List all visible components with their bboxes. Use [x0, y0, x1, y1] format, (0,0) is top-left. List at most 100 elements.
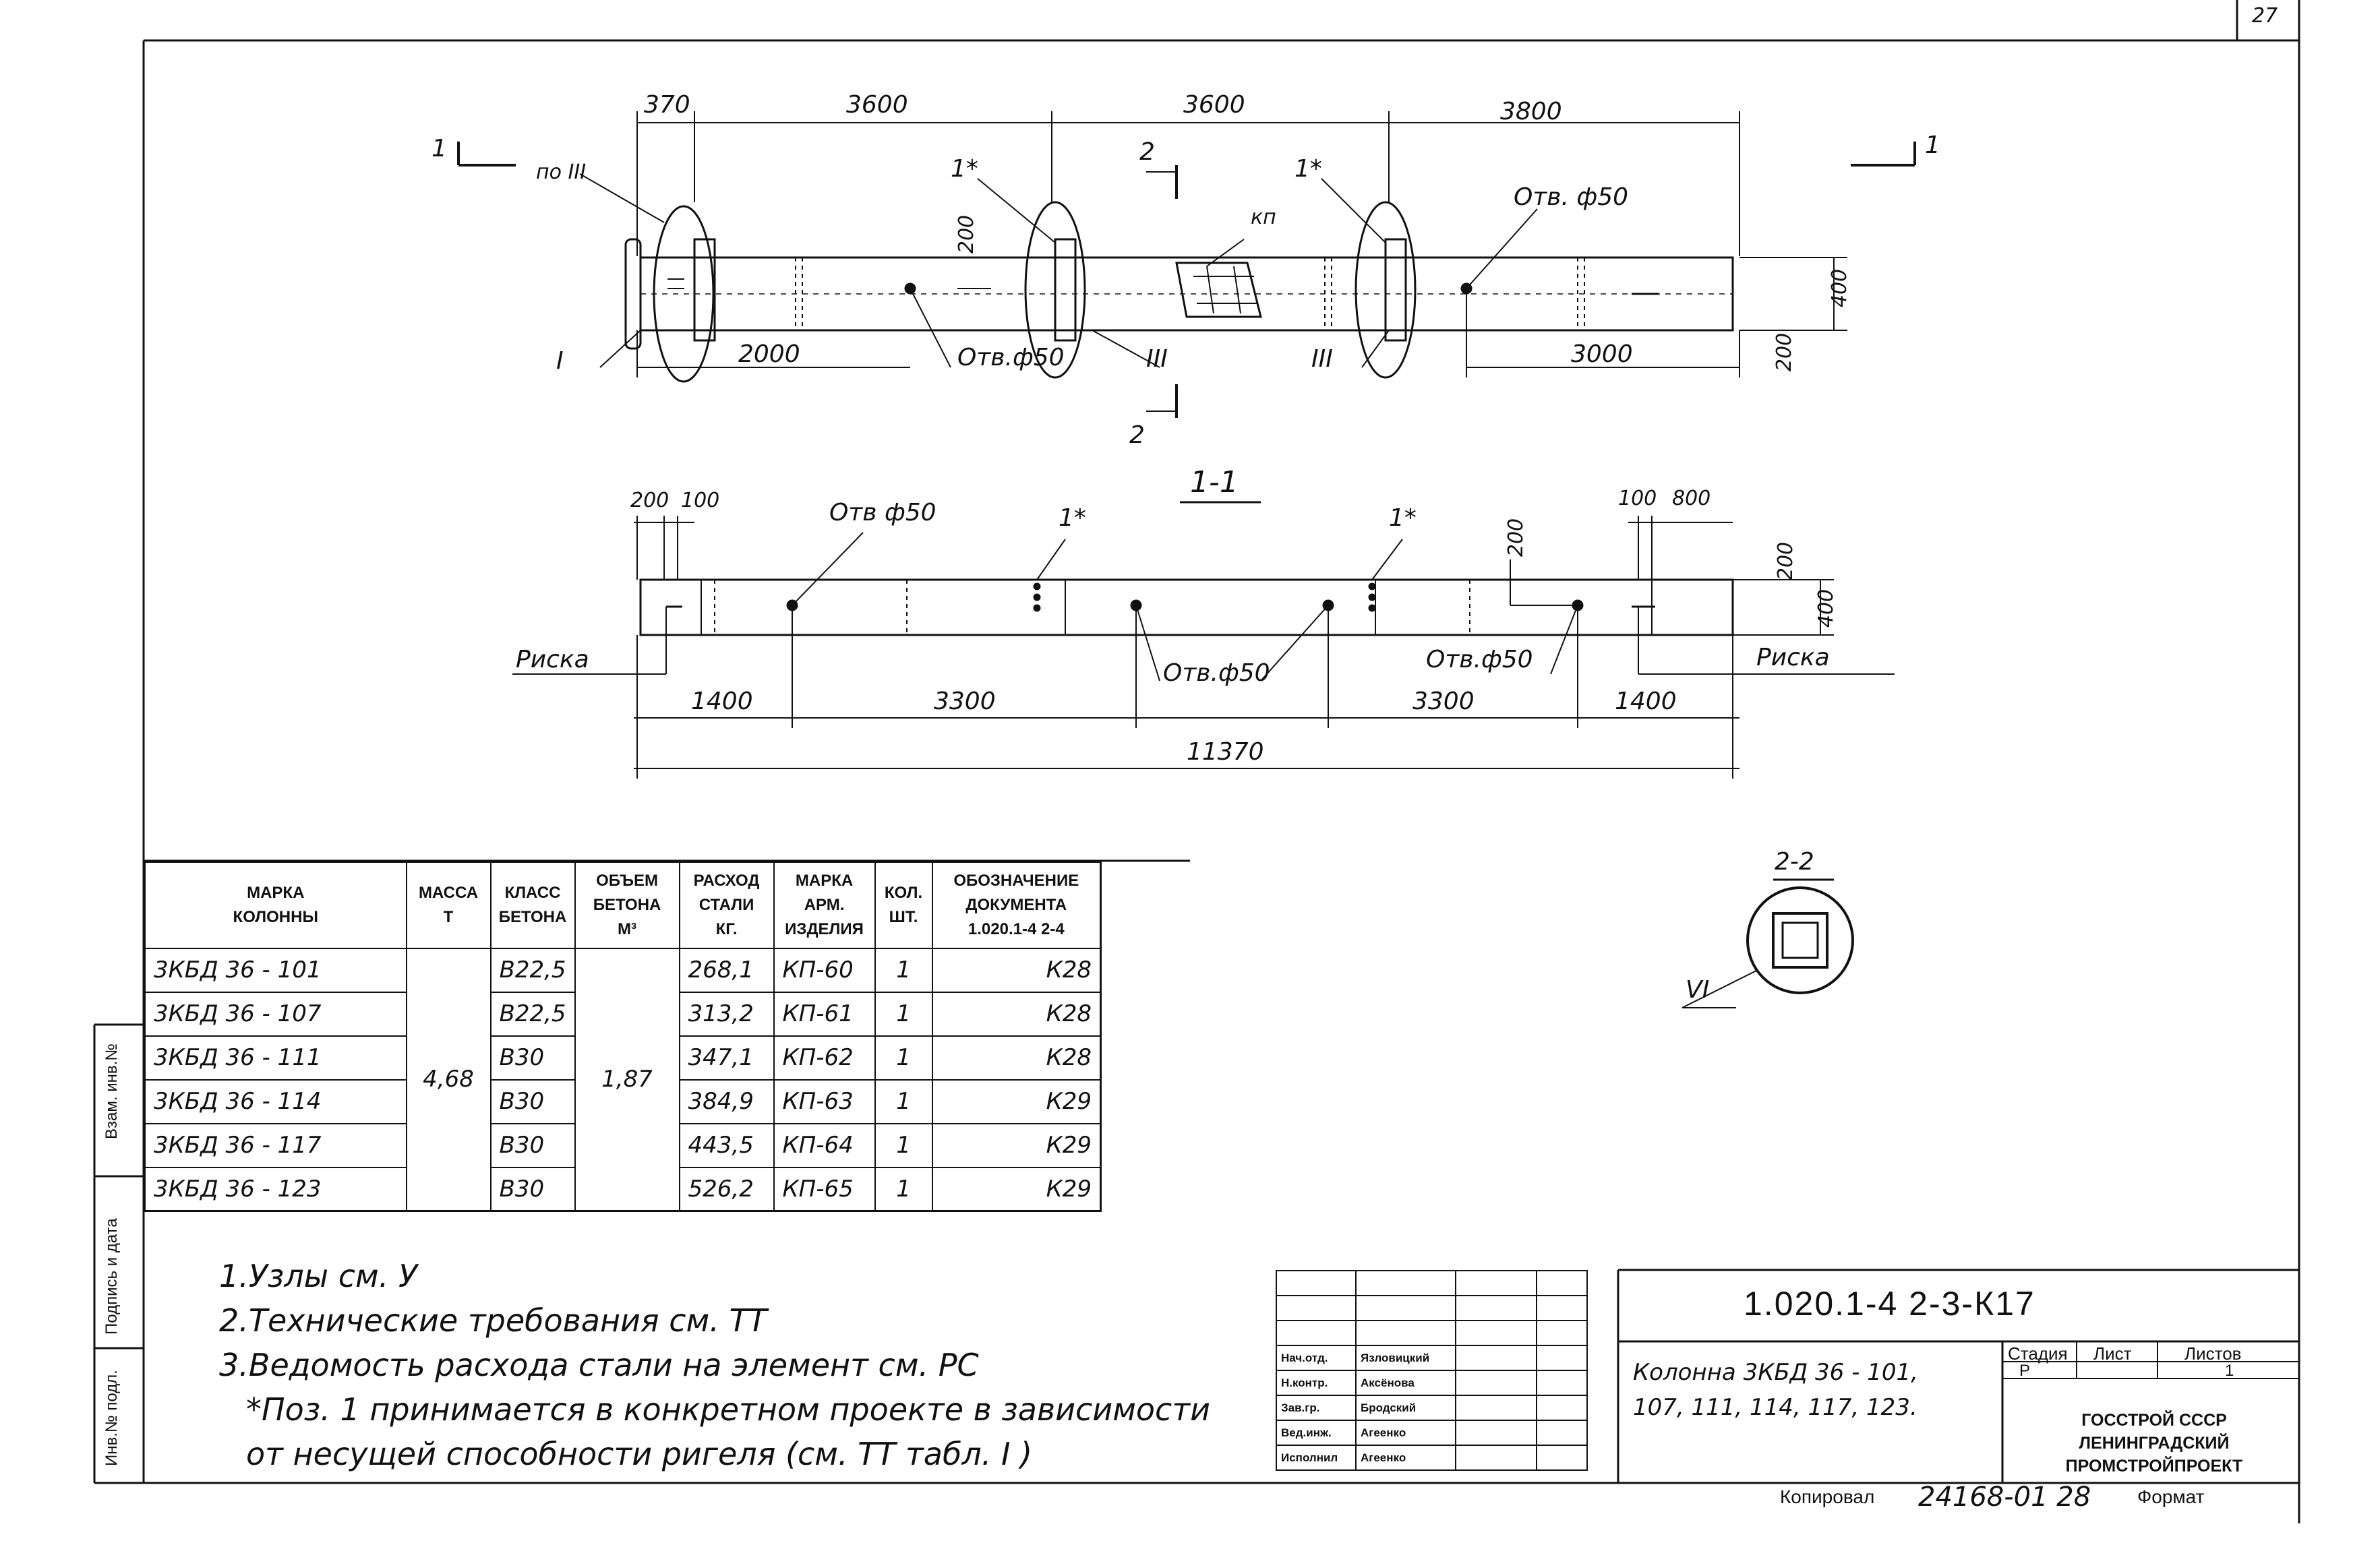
section-mark-2-bottom: 2 [1129, 421, 1145, 449]
dim-3800: 3800 [1500, 98, 1562, 125]
callout-hole-top: Отв ф50 [829, 499, 936, 526]
callout-hole-right-2: Отв.ф50 [1426, 646, 1533, 673]
section-1-1-title: 1-1 [1190, 465, 1239, 499]
cell-steel: 347,1 [678, 1035, 775, 1081]
dim-3600-b: 3600 [1183, 91, 1245, 119]
document-code: 1.020.1-4 2-3-К17 [1744, 1285, 2035, 1323]
callout-pos1-c: 1* [1059, 504, 1086, 532]
cell-mark: 3КБД 36 - 111 [144, 1035, 407, 1081]
dim-1400-right: 1400 [1615, 688, 1677, 715]
cell-product: КП-60 [773, 947, 876, 993]
cell-qty: 1 [874, 947, 933, 993]
dim-3000: 3000 [1571, 340, 1633, 368]
cell-product: КП-63 [773, 1079, 876, 1124]
stage-value: Р [2019, 1362, 2031, 1380]
footer-number: 24168-01 28 [1918, 1482, 2091, 1513]
role-label: Вед.инж. [1276, 1420, 1357, 1446]
dim-3300-right: 3300 [1412, 688, 1475, 715]
cell-steel: 384,9 [678, 1079, 775, 1124]
callout-node-vi: VI [1686, 976, 1710, 1004]
org-line: ЛЕНИНГРАДСКИЙ [2079, 1434, 2230, 1453]
section-mark-1-right: 1 [1925, 131, 1940, 159]
title-line: 107, 111, 114, 117, 123. [1633, 1394, 1917, 1421]
dim-total: 11370 [1187, 738, 1264, 766]
note-line: от несущей способности ригеля (см. ТТ та… [246, 1436, 1033, 1472]
cell-mark: 3КБД 36 - 114 [144, 1079, 407, 1124]
role-label: Н.контр. [1276, 1370, 1357, 1396]
cell-qty: 1 [874, 1079, 933, 1124]
cell-doc: К28 [931, 1035, 1102, 1081]
sheets-header: Листов [2184, 1343, 2242, 1364]
margin-label-inv-orig: Инв.№ подл. [102, 1370, 121, 1466]
cell-qty: 1 [874, 1035, 933, 1081]
dim-200-left: 200 [630, 489, 670, 512]
table-row: 3КБД 36 - 107 В22,5 313,2 КП-61 1 К28 [144, 991, 1102, 1037]
note-line: *Поз. 1 принимается в конкретном проекте… [246, 1391, 1211, 1428]
cell-concrete: В30 [489, 1122, 576, 1168]
role-label: Исполнил [1276, 1445, 1357, 1471]
cell-concrete: В30 [489, 1035, 576, 1081]
signature-row: Зав.гр.Бродский [1276, 1395, 1588, 1421]
table-row: 3КБД 36 - 114 В30 384,9 КП-63 1 К29 [144, 1079, 1102, 1124]
callout-risk-right: Риска [1756, 644, 1830, 671]
margin-label-signature: Подпись и дата [102, 1218, 121, 1335]
organization: ГОССТРОЙ СССР ЛЕНИНГРАДСКИЙ ПРОМСТРОЙПРО… [2016, 1409, 2292, 1478]
cell-product: КП-61 [773, 991, 876, 1037]
cell-concrete: В30 [489, 1166, 576, 1212]
cell-doc: К28 [931, 991, 1102, 1037]
signer-name: Агеенко [1355, 1445, 1456, 1471]
note-line: 3.Ведомость расхода стали на элемент см.… [219, 1347, 979, 1383]
org-line: ГОССТРОЙ СССР [2081, 1411, 2227, 1430]
callout-pos1-a: 1* [951, 155, 978, 183]
dim-100-right: 100 [1618, 487, 1657, 510]
table-row: 3КБД 36 - 117 В30 443,5 КП-64 1 К29 [144, 1122, 1102, 1168]
margin-label-inv-replace: Взам. инв.№ [102, 1043, 121, 1139]
callout-pos1-b: 1* [1295, 155, 1322, 183]
signer-name: Агеенко [1355, 1420, 1456, 1446]
section-mark-2-top: 2 [1139, 138, 1155, 166]
cell-qty: 1 [874, 991, 933, 1037]
signer-name: Бродский [1355, 1395, 1456, 1421]
dim-400-side: 400 [1814, 588, 1839, 628]
dim-200-side-a: 200 [1504, 518, 1528, 557]
footer-format: Формат [2137, 1486, 2205, 1507]
signature-row: Нач.отд.Язловицкий [1276, 1345, 1588, 1371]
org-line: ПРОМСТРОЙПРОЕКТ [2065, 1457, 2243, 1476]
signature-table: Нач.отд.Язловицкий Н.контр.Аксёнова Зав.… [1276, 1270, 1588, 1471]
dim-370: 370 [644, 91, 690, 119]
cell-concrete: В22,5 [489, 947, 576, 993]
cell-concrete: В30 [489, 1079, 576, 1124]
dim-400-end: 400 [1828, 268, 1852, 308]
drawing-notes: 1.Узлы см. У 2.Технические требования см… [219, 1254, 1210, 1476]
cell-doc: К29 [931, 1122, 1102, 1168]
callout-node-iii-a: III [1146, 345, 1168, 373]
cell-doc: К29 [931, 1079, 1102, 1124]
signature-row: Н.контр.Аксёнова [1276, 1370, 1588, 1396]
cell-product: КП-64 [773, 1122, 876, 1168]
callout-pos1-d: 1* [1389, 504, 1417, 532]
table-row: 3КБД 36 - 123 В30 526,2 КП-65 1 К29 [144, 1166, 1102, 1212]
cell-concrete: В22,5 [489, 991, 576, 1037]
cell-steel: 526,2 [678, 1166, 775, 1212]
cell-product: КП-62 [773, 1035, 876, 1081]
callout-node-i: I [556, 347, 564, 375]
callout-hole-right: Отв. ф50 [1514, 183, 1628, 211]
sheets-value: 1 [2225, 1362, 2234, 1380]
note-line: 2.Технические требования см. ТТ [219, 1302, 767, 1339]
cell-mark: 3КБД 36 - 101 [144, 947, 407, 993]
drawing-title: Колонна 3КБД 36 - 101, 107, 111, 114, 11… [1633, 1355, 1918, 1425]
dim-800-right: 800 [1672, 487, 1711, 510]
cell-mark: 3КБД 36 - 107 [144, 991, 407, 1037]
dim-200-end: 200 [1773, 332, 1797, 372]
header-qty: КОЛ.ШТ. [874, 861, 933, 949]
signer-name: Язловицкий [1355, 1345, 1456, 1371]
cell-volume: 1,87 [574, 947, 680, 1212]
page-number: 27 [2252, 4, 2278, 28]
